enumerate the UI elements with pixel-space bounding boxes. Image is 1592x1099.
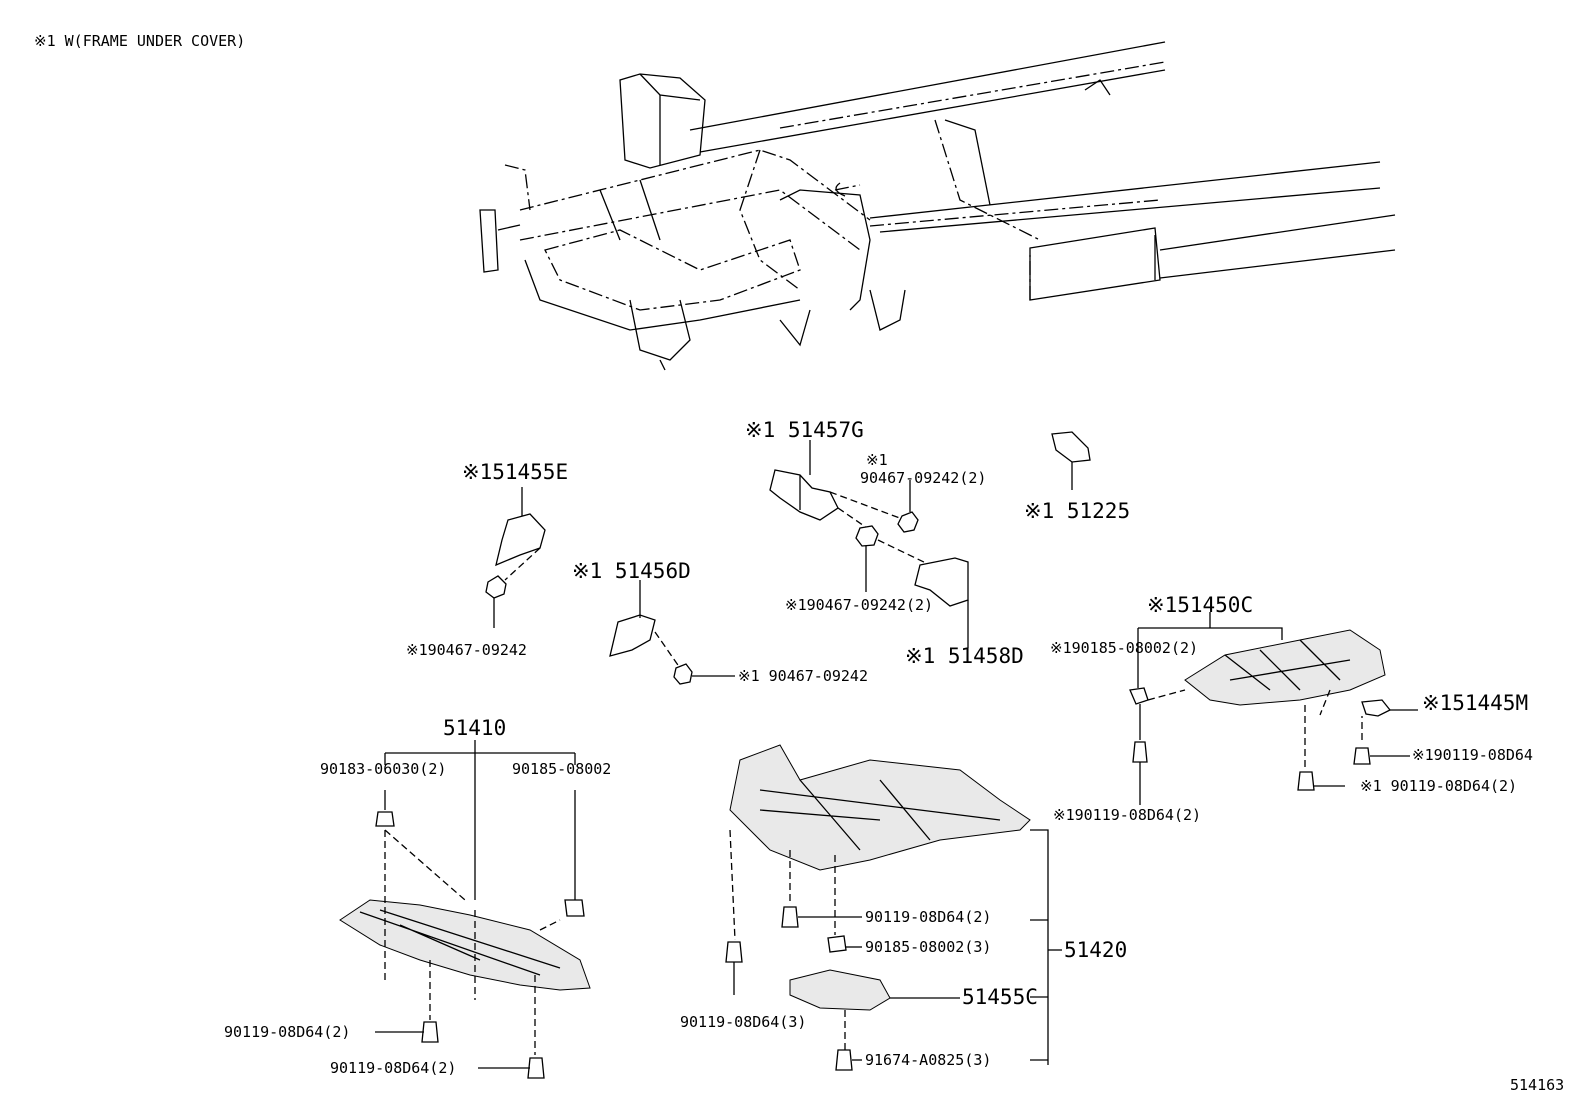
part-51450c-group [1129,612,1418,805]
label-90185-right: ※190185-08002(2) [1050,639,1198,657]
label-51456d: ※1 51456D [572,559,691,583]
label-51455c: 51455C [962,985,1038,1009]
label-90119-left-2: 90119-08D64(2) [330,1059,456,1077]
label-90467-left: ※190467-09242 [406,641,527,659]
part-51456d [609,580,735,685]
label-90467-top-b: 90467-09242(2) [860,469,986,487]
label-90467-mid: ※190467-09242(2) [785,596,933,614]
vehicle-frame-illustration [479,41,1396,371]
label-90119-center-3: 90119-08D64(3) [680,1013,806,1031]
label-90119-center-1: 90119-08D64(2) [865,908,991,926]
callout-labels: ※1 51457G ※1 90467-09242(2) ※1 51225 ※15… [224,418,1533,1077]
label-51457g: ※1 51457G [745,418,864,442]
label-90183: 90183-06030(2) [320,760,446,778]
label-51455e: ※151455E [462,460,568,484]
label-91674: 91674-A0825(3) [865,1051,991,1069]
part-51410-group [339,740,591,1079]
label-90119-left-1: 90119-08D64(2) [224,1023,350,1041]
label-90185-center: 90185-08002(3) [865,938,991,956]
label-90467-top-a: ※1 [866,451,888,469]
label-51458d: ※1 51458D [905,644,1024,668]
part-51457g-group [769,431,1091,648]
label-90185-a: 90185-08002 [512,760,611,778]
part-51420-group [725,744,1062,1071]
label-90119-right-3: ※190119-08D64(2) [1053,806,1201,824]
label-51450c: ※151450C [1147,593,1253,617]
figure-id: 514163 [1510,1076,1564,1094]
part-51455e [485,487,546,628]
label-51225: ※1 51225 [1024,499,1130,523]
label-90467-51456d: ※1 90467-09242 [738,667,868,685]
label-51410: 51410 [443,716,506,740]
label-51445m: ※151445M [1422,691,1528,715]
header-note: ※1 W(FRAME UNDER COVER) [34,32,245,50]
label-51420: 51420 [1064,938,1127,962]
label-90119-right-2: ※1 90119-08D64(2) [1360,777,1517,795]
label-90119-right-1: ※190119-08D64 [1412,746,1533,764]
